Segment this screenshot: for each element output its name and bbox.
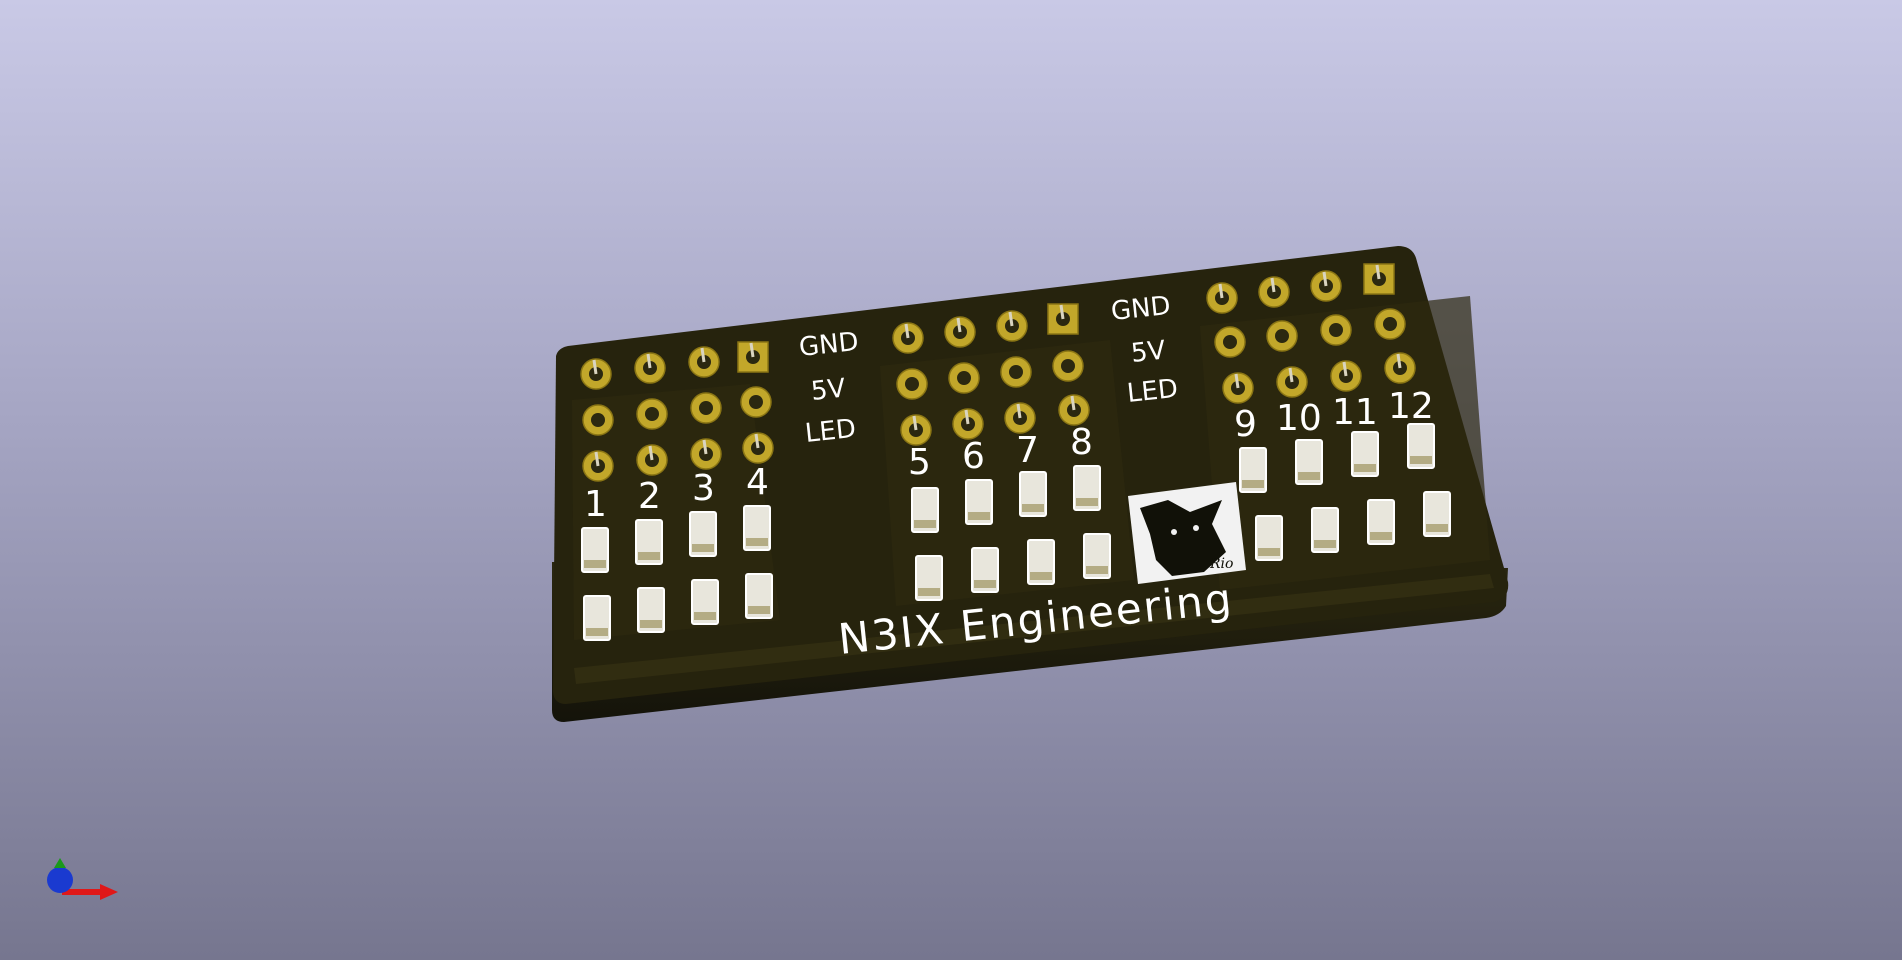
y-axis-arrow: [54, 858, 66, 868]
channel-numbers: 1 2 3 4 5 6 7 8 9 10 11 12: [584, 386, 1434, 525]
label-5v: 5V: [1130, 336, 1167, 369]
channel-label: 1: [584, 484, 607, 525]
axis-indicator: [47, 858, 118, 900]
label-led: LED: [804, 414, 858, 449]
channel-label: 7: [1016, 430, 1039, 471]
label-5v: 5V: [810, 374, 847, 407]
bottom-rail: [574, 574, 1494, 684]
label-gnd: GND: [798, 327, 860, 363]
smd-end-caps: [584, 456, 1448, 636]
header-right: [1206, 263, 1416, 404]
channel-label: 10: [1276, 398, 1322, 439]
channel-label: 9: [1234, 404, 1257, 445]
pcb-board[interactable]: GND 5V LED GND 5V LED 1 2 3 4 5 6 7 8 9 …: [552, 246, 1509, 722]
channel-label: 3: [692, 468, 715, 509]
dog-logo: Rio: [1128, 482, 1246, 584]
logo-signature: Rio: [1209, 556, 1233, 572]
channel-label: 6: [962, 436, 985, 477]
header-labels-right: GND 5V LED: [1110, 291, 1180, 409]
channel-label: 2: [638, 476, 661, 517]
label-led: LED: [1126, 374, 1180, 409]
copper-pour-left: [572, 384, 780, 640]
header-middle: [892, 303, 1090, 446]
channel-label: 12: [1388, 386, 1434, 427]
z-axis-blue: [47, 867, 73, 893]
channel-label: 4: [746, 462, 769, 503]
x-axis-arrow: [100, 884, 118, 900]
header-labels-left: GND 5V LED: [798, 327, 860, 449]
channel-label: 11: [1332, 392, 1378, 433]
label-gnd: GND: [1110, 291, 1172, 327]
channel-label: 5: [908, 442, 931, 483]
channel-label: 8: [1070, 422, 1093, 463]
header-left: [580, 341, 774, 482]
